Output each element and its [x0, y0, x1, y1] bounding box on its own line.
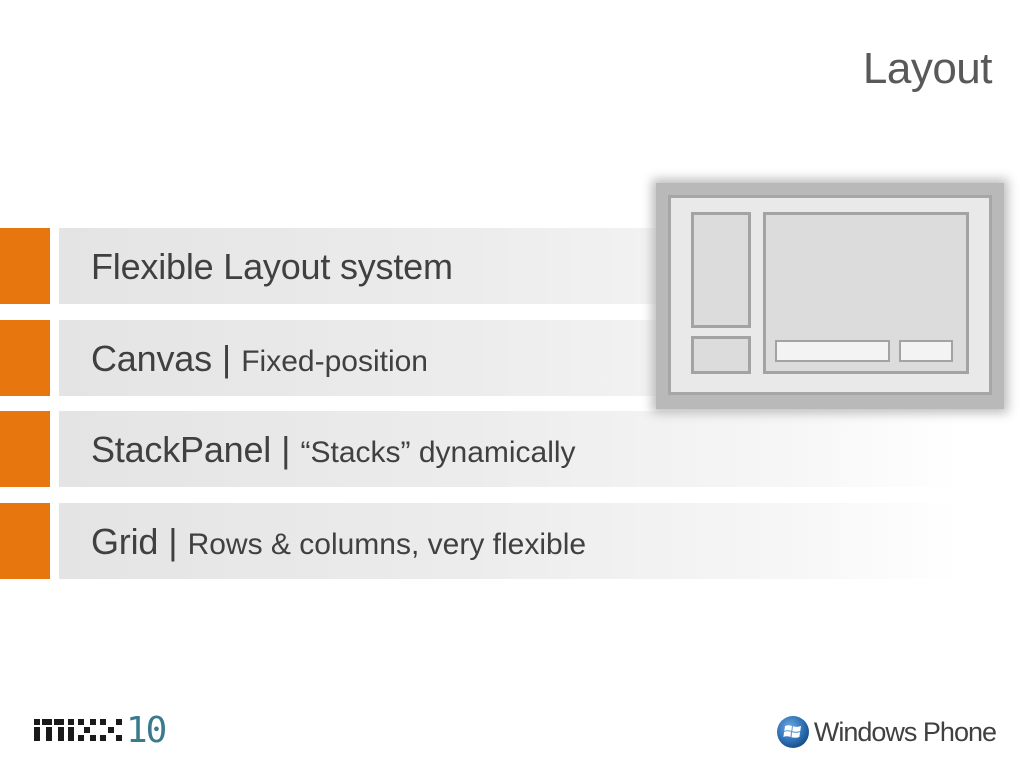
mix-logo: 10 — [34, 708, 167, 752]
layout-wireframe-illustration — [656, 183, 1004, 409]
wireframe-content-panel — [763, 212, 969, 374]
windows-phone-logo: Windows Phone — [776, 712, 997, 752]
wireframe-button — [899, 340, 953, 362]
page-title: Layout — [862, 44, 993, 93]
bullet-text: Flexible Layout system — [91, 228, 453, 304]
windows-phone-label: Windows Phone — [813, 716, 997, 747]
bullet-text: Canvas | Fixed-position — [91, 320, 428, 396]
wireframe-window — [668, 195, 992, 395]
bullet-sub-text: Fixed-position — [241, 345, 428, 378]
bullet-main-text: Canvas — [91, 338, 212, 379]
bullet-text: Grid | Rows & columns, very flexible — [91, 503, 586, 579]
bullet-main-text: Flexible Layout system — [91, 246, 453, 287]
bullet-row-grid: Grid | Rows & columns, very flexible — [0, 503, 960, 579]
bullet-main-text: StackPanel — [91, 429, 272, 470]
mix-logo-number: 10 — [126, 709, 167, 751]
bullet-marker — [0, 503, 50, 579]
bullet-marker — [0, 228, 50, 304]
wireframe-small-panel — [691, 336, 751, 374]
wireframe-sidebar-panel — [691, 212, 751, 328]
bullet-separator: | — [271, 429, 301, 470]
bullet-separator: | — [158, 521, 188, 562]
bullet-sub-text: “Stacks” dynamically — [300, 436, 576, 469]
bullet-separator: | — [211, 338, 242, 379]
bullet-marker — [0, 320, 50, 396]
bullet-main-text: Grid — [91, 521, 159, 562]
bullet-marker — [0, 411, 50, 487]
bullet-bar — [59, 503, 960, 579]
bullet-row-stackpanel: StackPanel | “Stacks” dynamically — [0, 411, 960, 487]
windows-flag-icon — [776, 716, 809, 748]
mix-logo-icon — [34, 719, 122, 741]
wireframe-text-field — [775, 340, 890, 362]
bullet-bar — [59, 411, 960, 487]
bullet-sub-text: Rows & columns, very flexible — [187, 528, 587, 561]
bullet-text: StackPanel | “Stacks” dynamically — [91, 411, 576, 487]
